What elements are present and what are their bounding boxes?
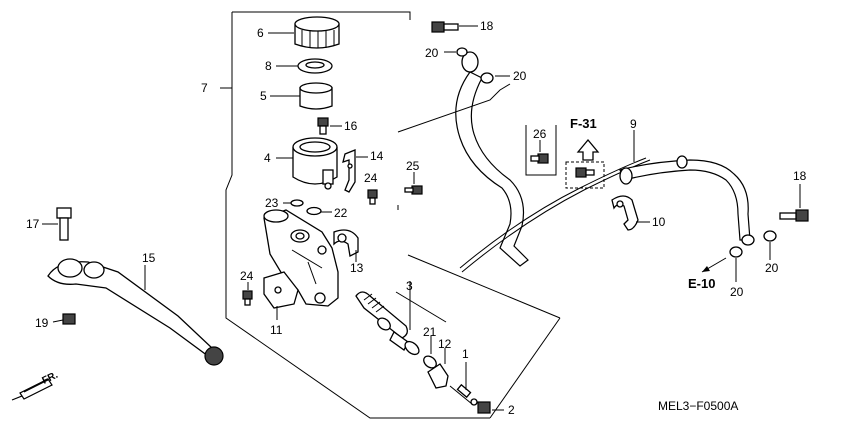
screw-26 [530, 153, 549, 164]
f31-reference [565, 138, 605, 189]
reservoir-cap [294, 16, 340, 49]
clutch-lever [47, 258, 224, 366]
callout-9: 9 [630, 117, 637, 131]
nut-2 [477, 401, 491, 414]
clutch-hose-upper [455, 51, 529, 267]
callout-18-upper: 18 [480, 19, 494, 33]
washer-20-c [763, 230, 777, 242]
screw-25 [404, 185, 423, 195]
callout-26: 26 [533, 127, 547, 141]
callout-24-upper: 24 [364, 171, 378, 185]
diagram-code: MEL3−F0500A [658, 399, 738, 413]
bolt-18-right [779, 209, 809, 222]
push-rod-1 [449, 383, 478, 406]
front-arrow-icon [11, 378, 53, 401]
oring-22 [306, 206, 322, 216]
callout-14: 14 [370, 149, 384, 163]
bracket-14 [342, 149, 356, 193]
screw-24-lower [242, 290, 253, 306]
callout-20-c: 20 [765, 261, 779, 275]
callout-20-b: 20 [513, 69, 527, 83]
holder-13 [333, 229, 359, 257]
callout-24-lower: 24 [240, 269, 254, 283]
callout-20-d: 20 [730, 285, 744, 299]
callout-11: 11 [270, 323, 283, 337]
callout-1: 1 [462, 347, 469, 361]
clutch-hose-9 [459, 155, 755, 273]
assembly-outline [220, 11, 561, 419]
nut-19 [62, 313, 76, 325]
e10-arrow [701, 257, 727, 273]
bracket-10 [611, 195, 639, 231]
washer-20-d [729, 246, 743, 258]
bolt-18-upper [431, 21, 459, 33]
callout-21: 21 [423, 325, 437, 339]
callout-20-a: 20 [425, 46, 439, 60]
master-cylinder-body [263, 209, 339, 307]
callout-23: 23 [265, 196, 279, 210]
callout-2: 2 [508, 403, 515, 417]
piston-set [355, 291, 420, 356]
callout-19: 19 [35, 316, 49, 330]
callout-5: 5 [260, 89, 267, 103]
oring-23 [290, 199, 304, 207]
ref-e10: E-10 [688, 276, 715, 291]
callout-22: 22 [334, 206, 348, 220]
callout-7: 7 [201, 81, 208, 95]
ref-fr: FR. [40, 370, 59, 387]
pivot-bolt-17 [56, 207, 72, 241]
callout-8: 8 [265, 59, 272, 73]
screw-24-upper [367, 189, 378, 205]
boot-12 [427, 363, 449, 389]
callout-17: 17 [26, 217, 40, 231]
reservoir [292, 137, 338, 190]
ref-f31: F-31 [570, 116, 597, 131]
callout-25: 25 [406, 159, 420, 173]
callout-16: 16 [344, 119, 358, 133]
callout-13: 13 [350, 261, 364, 275]
callout-10: 10 [652, 215, 666, 229]
callout-labels: 1 2 3 4 5 6 7 8 9 10 11 12 13 14 15 16 1… [26, 19, 807, 417]
callout-18-right: 18 [793, 169, 807, 183]
callout-6: 6 [257, 26, 264, 40]
callout-15: 15 [142, 251, 156, 265]
callout-4: 4 [264, 151, 271, 165]
washer-20-a [456, 47, 468, 57]
reservoir-plate [297, 58, 333, 74]
washer-20-b [480, 72, 494, 84]
callout-3: 3 [406, 279, 413, 293]
reservoir-diaphragm [299, 82, 333, 110]
switch-11 [263, 271, 299, 309]
screw-16 [317, 117, 329, 135]
callout-12: 12 [438, 337, 452, 351]
